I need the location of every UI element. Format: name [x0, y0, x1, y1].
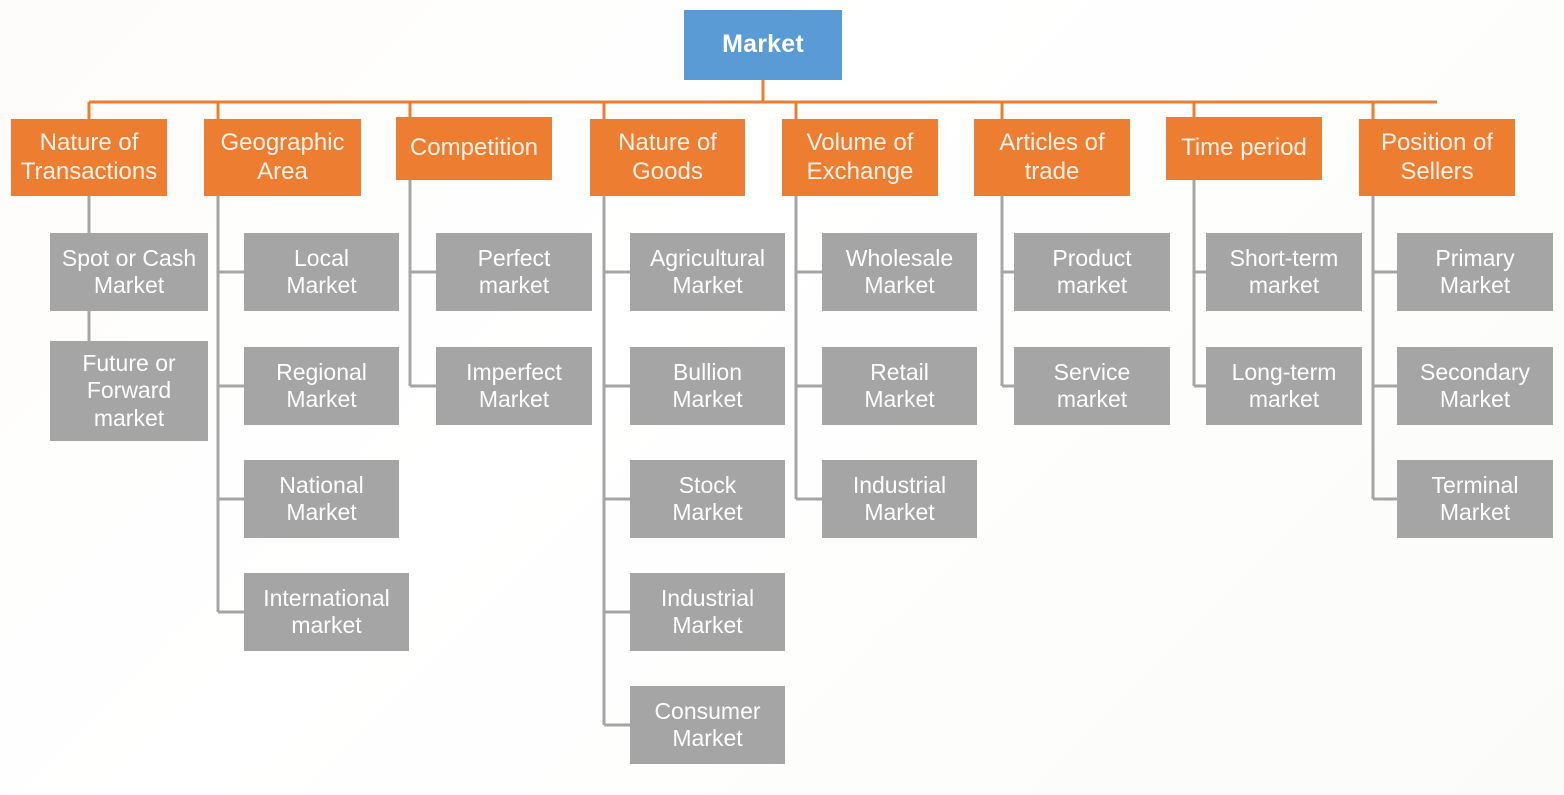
leaf-node-position-of-sellers-1[interactable]: Secondary Market	[1397, 347, 1553, 425]
leaf-node-competition-1[interactable]: Imperfect Market	[436, 347, 592, 425]
leaf-node-geographic-area-2[interactable]: National Market	[244, 460, 399, 538]
leaf-node-nature-of-goods-4[interactable]: Consumer Market	[630, 686, 785, 764]
leaf-node-position-of-sellers-2[interactable]: Terminal Market	[1397, 460, 1553, 538]
category-node-time-period[interactable]: Time period	[1166, 117, 1322, 180]
category-node-nature-of-transactions[interactable]: Nature of Transactions	[11, 119, 167, 196]
leaf-node-geographic-area-0[interactable]: Local Market	[244, 233, 399, 311]
leaf-node-time-period-1[interactable]: Long-term market	[1206, 347, 1362, 425]
leaf-node-articles-of-trade-0[interactable]: Product market	[1014, 233, 1170, 311]
leaf-node-volume-of-exchange-0[interactable]: Wholesale Market	[822, 233, 977, 311]
leaf-node-position-of-sellers-0[interactable]: Primary Market	[1397, 233, 1553, 311]
leaf-node-volume-of-exchange-2[interactable]: Industrial Market	[822, 460, 977, 538]
category-node-competition[interactable]: Competition	[396, 117, 552, 180]
leaf-node-volume-of-exchange-1[interactable]: Retail Market	[822, 347, 977, 425]
category-node-geographic-area[interactable]: Geographic Area	[204, 119, 361, 196]
leaf-node-nature-of-transactions-0[interactable]: Spot or Cash Market	[50, 233, 208, 311]
category-node-articles-of-trade[interactable]: Articles of trade	[974, 119, 1130, 196]
leaf-node-nature-of-goods-0[interactable]: Agricultural Market	[630, 233, 785, 311]
leaf-node-nature-of-goods-2[interactable]: Stock Market	[630, 460, 785, 538]
category-node-nature-of-goods[interactable]: Nature of Goods	[590, 119, 745, 196]
leaf-node-nature-of-goods-3[interactable]: Industrial Market	[630, 573, 785, 651]
category-node-position-of-sellers[interactable]: Position of Sellers	[1359, 119, 1515, 196]
leaf-node-nature-of-goods-1[interactable]: Bullion Market	[630, 347, 785, 425]
leaf-node-geographic-area-1[interactable]: Regional Market	[244, 347, 399, 425]
root-node-market[interactable]: Market	[684, 10, 842, 80]
leaf-node-competition-0[interactable]: Perfect market	[436, 233, 592, 311]
leaf-node-nature-of-transactions-1[interactable]: Future or Forward market	[50, 341, 208, 441]
category-node-volume-of-exchange[interactable]: Volume of Exchange	[782, 119, 938, 196]
leaf-node-articles-of-trade-1[interactable]: Service market	[1014, 347, 1170, 425]
leaf-node-time-period-0[interactable]: Short-term market	[1206, 233, 1362, 311]
leaf-node-geographic-area-3[interactable]: International market	[244, 573, 409, 651]
